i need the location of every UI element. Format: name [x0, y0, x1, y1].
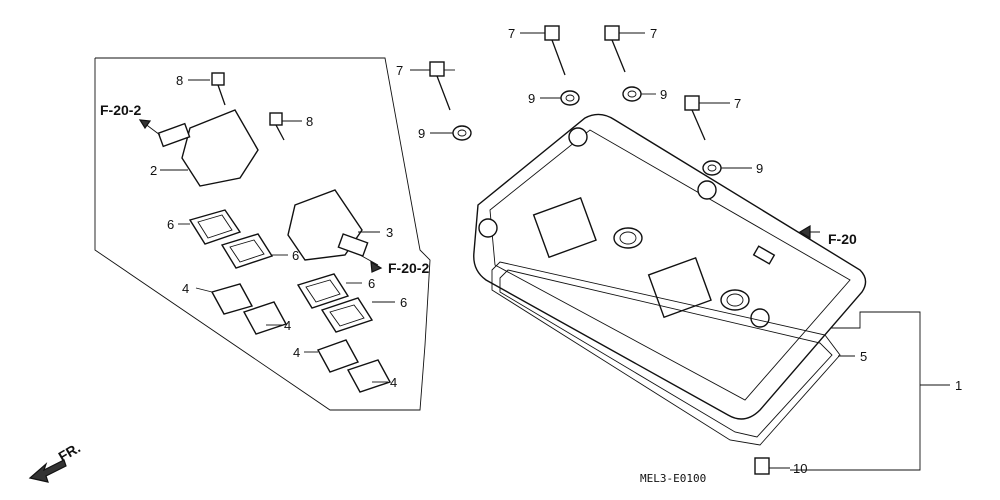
reed-part-6-c	[296, 273, 350, 309]
label-part-3: 3	[386, 225, 393, 240]
ref-arrow-left	[138, 119, 152, 130]
label-part-8-b: 8	[306, 114, 313, 129]
label-part-8-a: 8	[176, 73, 183, 88]
washer-part-9-a	[452, 125, 472, 141]
reed-part-6-a	[188, 209, 242, 245]
bolt-part-7-c	[604, 25, 626, 73]
label-part-7-b: 7	[508, 26, 515, 41]
ref-arrow-right	[370, 260, 383, 273]
valve-part-2	[157, 109, 259, 187]
washer-part-9-c	[622, 86, 642, 102]
valve-part-3	[287, 189, 369, 261]
bolt-part-7-b	[544, 25, 566, 76]
ref-f20-2-right: F-20-2	[388, 260, 429, 276]
assembly-bracket	[790, 311, 950, 471]
stopper-part-4-d	[346, 359, 392, 393]
label-part-9-c: 9	[660, 87, 667, 102]
label-part-6-b: 6	[292, 248, 299, 263]
front-label: FR.	[56, 439, 84, 464]
label-part-4-a: 4	[182, 281, 189, 296]
stopper-part-4-b	[242, 301, 288, 335]
label-part-7-d: 7	[734, 96, 741, 111]
stopper-part-4-c	[316, 339, 360, 373]
bolt-part-8-a	[211, 72, 226, 106]
cylinder-head-cover	[473, 113, 867, 420]
label-part-7-a: 7	[396, 63, 403, 78]
left-group-outline	[94, 57, 431, 411]
bolt-part-7-a	[429, 61, 455, 111]
ref-arrow-f20	[798, 224, 811, 240]
ref-f20: F-20	[828, 231, 857, 247]
reed-part-6-b	[220, 233, 274, 269]
label-part-7-c: 7	[650, 26, 657, 41]
label-part-6-c: 6	[368, 276, 375, 291]
bolt-part-8-b	[269, 112, 285, 141]
label-part-5: 5	[860, 349, 867, 364]
label-part-6-a: 6	[167, 217, 174, 232]
reed-part-6-d	[320, 297, 374, 333]
cover-gasket	[491, 261, 841, 446]
washer-part-9-d	[702, 160, 722, 176]
grommet-part-10	[754, 457, 790, 475]
label-part-9-a: 9	[418, 126, 425, 141]
label-part-9-d: 9	[756, 161, 763, 176]
leader-lines	[139, 32, 855, 383]
stopper-part-4-a	[210, 283, 254, 315]
label-part-4-d: 4	[390, 375, 397, 390]
label-part-4-b: 4	[284, 318, 291, 333]
label-part-4-c: 4	[293, 345, 300, 360]
ref-f20-2-left: F-20-2	[100, 102, 141, 118]
label-part-9-b: 9	[528, 91, 535, 106]
label-part-1: 1	[955, 378, 962, 393]
label-part-10: 10	[793, 461, 807, 476]
label-part-6-d: 6	[400, 295, 407, 310]
washer-part-9-b	[560, 90, 580, 106]
label-part-2: 2	[150, 163, 157, 178]
front-arrow	[28, 459, 67, 483]
diagram-code: MEL3-E0100	[640, 472, 706, 485]
